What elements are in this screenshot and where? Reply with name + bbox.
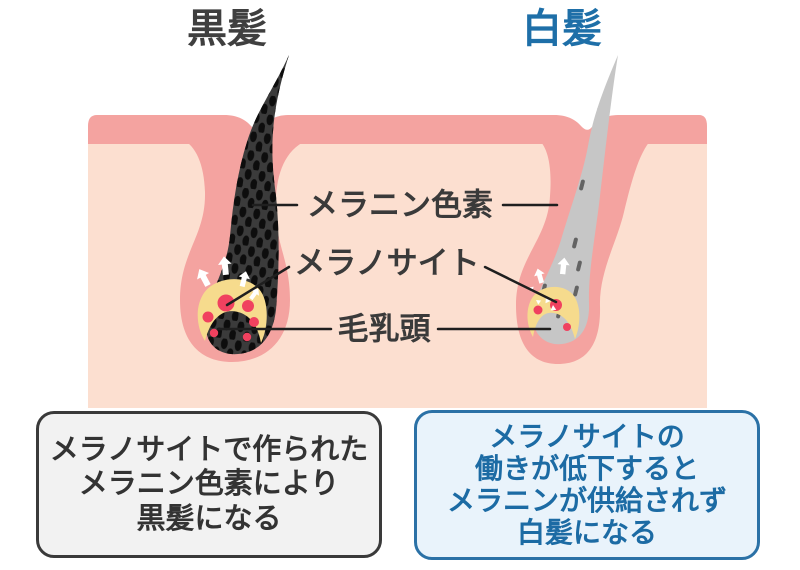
title-white-hair: 白髪 [522,7,602,51]
gray-hair-shaft [532,55,618,345]
explanation-line: 働きが低下すると [474,452,699,484]
black-hair-explanation-box: メラノサイトで作られた メラニン色素により 黒髪になる [36,411,382,558]
explanation-line: 黒髪になる [136,502,282,535]
left-hair-papilla [197,279,267,343]
label-melanocyte: メラノサイト [294,246,479,281]
explanation-line: メラニンが供給されず [446,485,727,516]
explanation-line: メラノサイトで作られた [49,434,369,467]
label-melanin-pigment: メラニン色素 [307,188,493,223]
label-connector-lines [216,203,559,331]
explanation-line: メラニン色素により [78,468,340,501]
explanation-line: 白髪になる [516,517,657,549]
right-hair-papilla [527,286,580,339]
skin-surface-band [88,115,707,144]
white-hair-explanation-box: メラノサイトの 働きが低下すると メラニンが供給されず 白髪になる [414,410,760,560]
label-hair-papilla: 毛乳頭 [338,312,432,347]
explanation-line: メラノサイトの [489,420,685,452]
left-melanocytes [202,294,259,342]
title-black-hair: 黒髪 [187,7,267,51]
